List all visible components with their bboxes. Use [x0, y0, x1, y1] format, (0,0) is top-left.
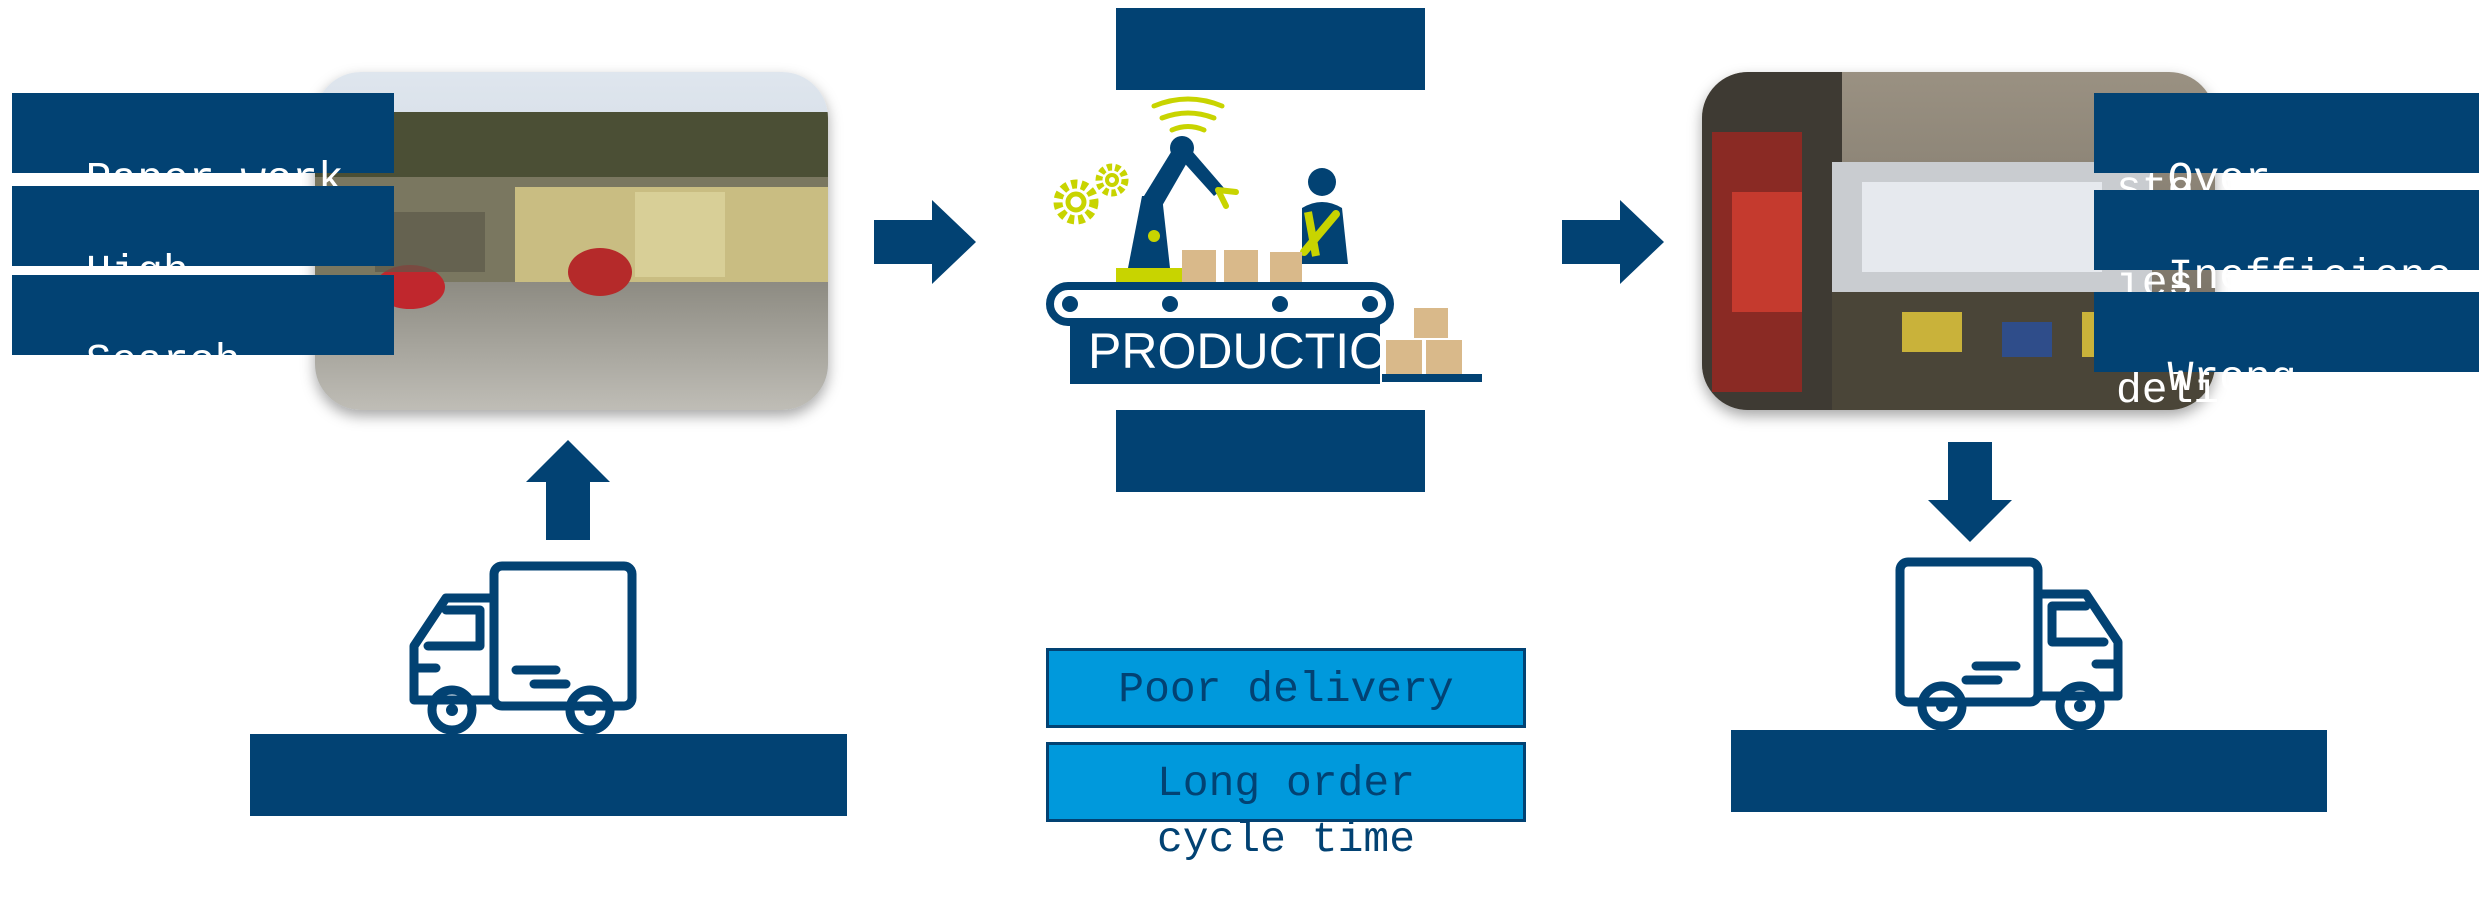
warehouse-exterior-photo [315, 72, 828, 410]
truck-icon [409, 561, 637, 735]
arrow-right-icon [1562, 200, 1664, 284]
paper-work-label: Paper work [12, 93, 394, 204]
extended-unloading-text: Extended unloading [342, 832, 807, 881]
worker-icon [1300, 168, 1348, 264]
arrow-down-icon [1928, 442, 2012, 542]
over-label: Over [2094, 93, 2479, 204]
poor-delivery-label: Poor delivery [1046, 648, 1526, 728]
inventory-label: Inventory [1116, 8, 1425, 237]
wrong-overflow-text: deli [2116, 362, 2219, 420]
extended-unloading-label: Extended unloading [250, 734, 847, 881]
truck-icon [1895, 557, 2123, 731]
line-text: Line [1189, 508, 1293, 557]
line-label: Line [1116, 410, 1425, 557]
arrow-up-icon [526, 440, 610, 540]
warehouse-interior-photo [1702, 72, 2215, 410]
wrong-text: Wrong [2167, 354, 2297, 403]
long-order-label: Long order [1046, 742, 1526, 822]
poor-delivery-text: Poor delivery [1118, 665, 1454, 714]
cycle-time-text: cycle time [1156, 815, 1416, 864]
gear-icon [1053, 163, 1129, 225]
wrong-label: Wrong [2094, 292, 2479, 403]
arrow-right-icon [874, 200, 976, 284]
conveyor-icon [1046, 282, 1394, 384]
production-text: PRODUCTIO [1088, 323, 1388, 379]
search-text: Search [85, 337, 241, 386]
wifi-icon [1151, 96, 1225, 133]
robot-arm-icon [1116, 136, 1239, 286]
search-label: Search [12, 275, 394, 386]
extended-loading-label: Extended loading [1731, 730, 2327, 877]
inefficiencies-label: Inefficienc [2094, 190, 2479, 301]
extended-loading-text: Extended loading [1848, 828, 2262, 877]
long-order-text: Long order [1156, 759, 1416, 808]
production-illustration: PRODUCTIO [1046, 96, 1482, 384]
high-label: High [12, 186, 394, 297]
